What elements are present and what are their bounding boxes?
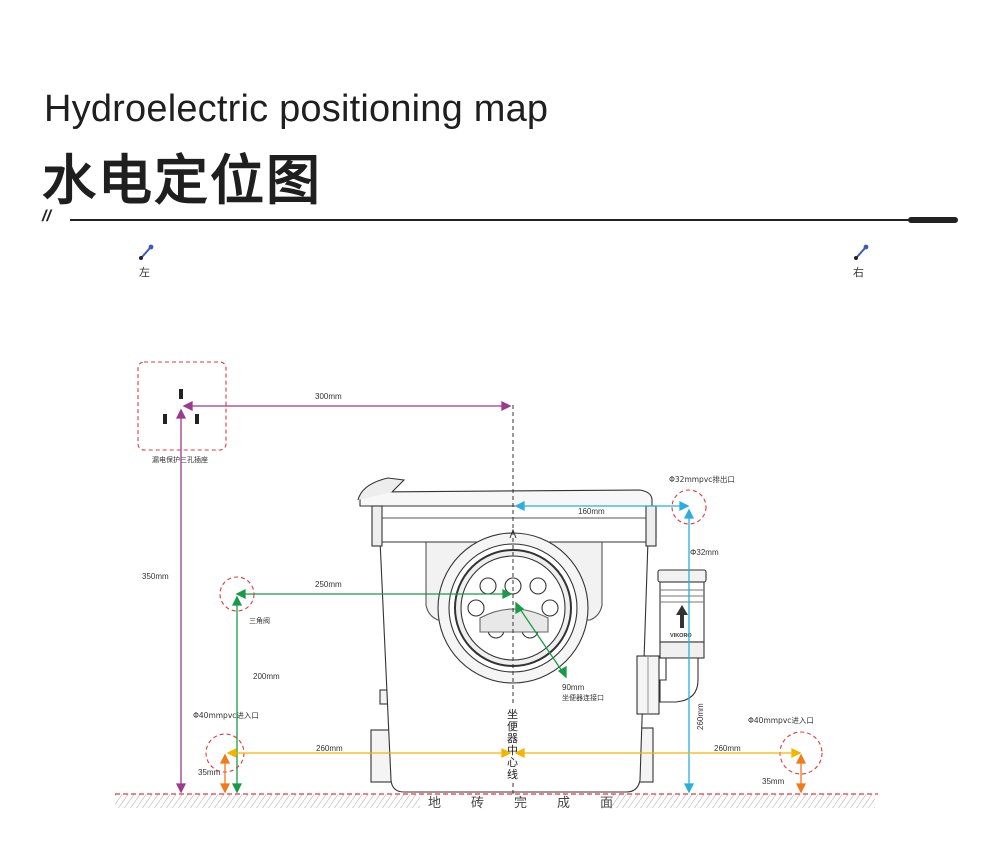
inlet-left-label: Φ40mmpvc进入口 xyxy=(193,711,259,720)
floor-char-2: 砖 xyxy=(471,796,484,811)
pin-icon-left xyxy=(139,244,154,260)
center-char-2: 便 xyxy=(507,720,518,733)
dim-35-right-line xyxy=(795,753,807,794)
socket-label: 漏电保护三孔插座 xyxy=(152,455,208,464)
dim-260-vertical-label: 260mm xyxy=(696,703,705,730)
center-char-6: 线 xyxy=(507,767,518,781)
dim-35-left-line xyxy=(219,753,231,794)
dim-160-line xyxy=(514,500,690,512)
outlet-target xyxy=(671,489,707,525)
dim-90-line xyxy=(515,601,567,679)
pin-label-right: 右 xyxy=(853,265,864,279)
floor-char-1: 地 xyxy=(428,796,441,811)
flow-arrow-icon xyxy=(676,605,688,628)
pin-icon-right xyxy=(854,244,869,260)
dim-300-line xyxy=(182,400,512,412)
dim-260-left-line xyxy=(226,747,512,759)
separator-line xyxy=(70,219,910,221)
title-chinese: 水电定位图 xyxy=(42,149,322,212)
dim-350-line xyxy=(175,408,187,794)
brand-label: VIKORO xyxy=(670,633,692,639)
floor-char-5: 面 xyxy=(600,796,613,811)
center-char-5: 心 xyxy=(507,756,518,769)
dim-160-label: 160mm xyxy=(578,507,605,516)
dim-250-label: 250mm xyxy=(315,580,342,589)
dim-260-left-label: 260mm xyxy=(316,744,343,753)
center-char-1: 坐 xyxy=(507,708,518,721)
valve-label: 三角阀 xyxy=(249,616,270,625)
dim-200-label: 200mm xyxy=(253,672,280,681)
separator-accent xyxy=(908,217,958,223)
socket-icon xyxy=(163,389,199,424)
dim-260-right-label: 260mm xyxy=(714,744,741,753)
inlet-right-label: Φ40mmpvc进入口 xyxy=(748,716,814,725)
dim-300-label: 300mm xyxy=(315,392,342,401)
center-char-4: 中 xyxy=(507,744,518,757)
separator-mark: // xyxy=(42,208,51,225)
dim-260-vertical-line xyxy=(683,508,695,794)
dim-35-right-label: 35mm xyxy=(762,777,785,786)
dim-35-left-label: 35mm xyxy=(198,768,221,777)
outlet-top-label: Φ32mmpvc排出口 xyxy=(669,474,735,484)
socket-outline xyxy=(137,361,227,451)
toilet-port-label: 坐便器连接口 xyxy=(562,693,604,702)
floor-char-4: 成 xyxy=(557,796,570,811)
pump-unit xyxy=(357,477,707,793)
dim-200-line xyxy=(231,595,243,794)
dim-phi32-label: Φ32mm xyxy=(690,548,719,557)
dim-250-line xyxy=(235,588,513,600)
floor-char-3: 完 xyxy=(514,796,527,811)
pin-label-left: 左 xyxy=(139,266,150,279)
center-char-3: 器 xyxy=(507,732,518,745)
dim-260-right-line xyxy=(514,747,802,759)
title-english: Hydroelectric positioning map xyxy=(44,88,549,130)
dim-90-label: 90mm xyxy=(562,683,585,692)
dim-350-label: 350mm xyxy=(142,572,169,581)
